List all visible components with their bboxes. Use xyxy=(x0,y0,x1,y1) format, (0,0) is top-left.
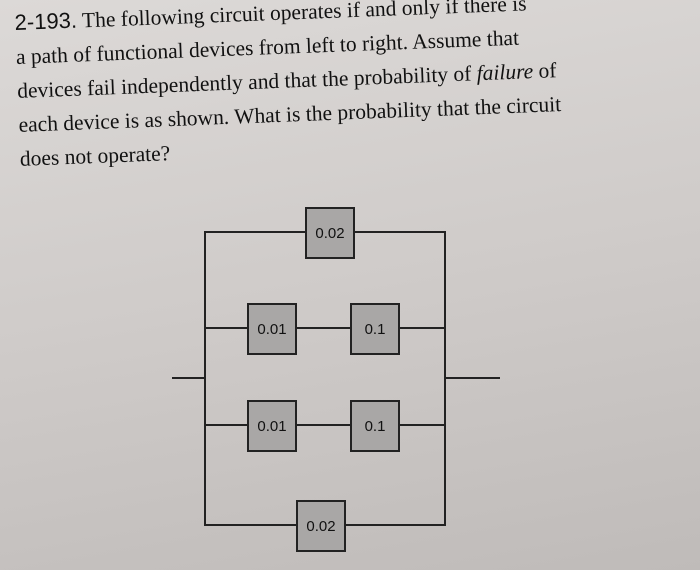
emphasis-failure: failure xyxy=(476,59,534,86)
device-row2-a: 0.01 xyxy=(247,400,297,452)
right-bus xyxy=(444,231,446,526)
device-row1-a: 0.01 xyxy=(247,303,297,355)
left-bus xyxy=(204,231,206,526)
device-bottom: 0.02 xyxy=(296,500,346,552)
row2-branch-wire xyxy=(204,424,446,426)
device-top: 0.02 xyxy=(305,207,355,259)
input-wire xyxy=(172,377,205,379)
row1-branch-wire xyxy=(204,327,446,329)
device-row2-b: 0.1 xyxy=(350,400,400,452)
problem-text: 2-193. The following circuit operates if… xyxy=(14,0,700,176)
output-wire xyxy=(445,377,500,379)
problem-number: 2-193. xyxy=(14,7,78,35)
device-row1-b: 0.1 xyxy=(350,303,400,355)
